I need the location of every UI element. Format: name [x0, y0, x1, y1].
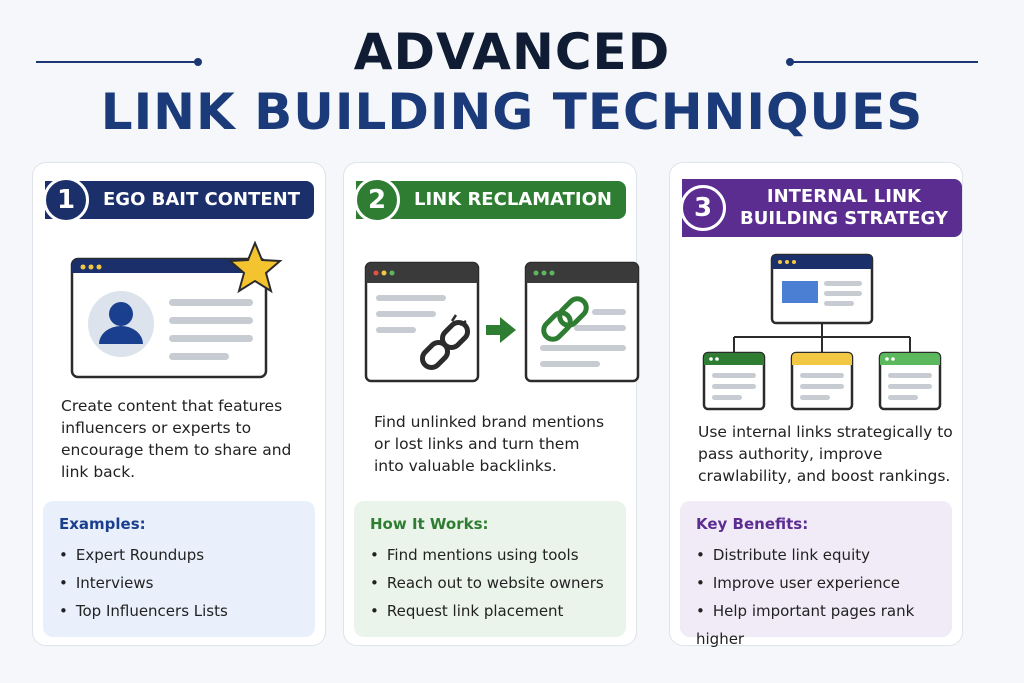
card-badge: 3 INTERNAL LINK BUILDING STRATEGY — [680, 179, 962, 237]
browser-window-icon — [70, 241, 283, 379]
card-number: 3 — [680, 185, 726, 231]
title-decoration-left-line — [36, 61, 196, 63]
card-badge: 2 LINK RECLAMATION — [354, 177, 626, 223]
list-item: Distribute link equity — [696, 541, 936, 569]
card-description: Use internal links strategically to pass… — [698, 423, 953, 485]
list-item: Help important pages rank higher — [696, 597, 936, 653]
link-icon — [541, 296, 589, 342]
card-label: INTERNAL LINK BUILDING STRATEGY — [682, 186, 962, 230]
card-label-line-2: BUILDING STRATEGY — [740, 208, 948, 229]
site-hierarchy-icon — [702, 253, 942, 411]
list-item: Find mentions using tools — [370, 541, 610, 569]
user-avatar-icon — [88, 291, 154, 357]
card-description: Create content that features influencers… — [61, 397, 292, 481]
list-item: Top Influencers Lists — [59, 597, 299, 625]
arrow-right-icon — [486, 317, 516, 343]
card-description: Find unlinked brand mentions or lost lin… — [374, 413, 605, 475]
broken-link-icon — [419, 314, 471, 371]
card-number: 2 — [354, 177, 400, 223]
title-decoration-right-line — [790, 61, 978, 63]
box-title: Examples: — [59, 515, 146, 533]
card-ego-bait-content: 1 EGO BAIT CONTENT Create content that f… — [32, 162, 326, 646]
card-label: LINK RECLAMATION — [414, 189, 612, 210]
list-item: Reach out to website owners — [370, 569, 610, 597]
list-item: Request link placement — [370, 597, 610, 625]
card-label: EGO BAIT CONTENT — [103, 189, 301, 210]
title-line-1: ADVANCED — [353, 23, 671, 81]
card-badge: 1 EGO BAIT CONTENT — [43, 177, 315, 223]
card-link-reclamation: 2 LINK RECLAMATION — [343, 162, 640, 646]
box-title: How It Works: — [370, 515, 489, 533]
card-label-line-1: INTERNAL LINK — [766, 186, 921, 207]
examples-box: Examples: Expert Roundups Interviews Top… — [43, 501, 315, 637]
star-icon — [227, 241, 283, 294]
link-reclamation-illustration — [364, 261, 640, 383]
list-item: Improve user experience — [696, 569, 936, 597]
list-item: Interviews — [59, 569, 299, 597]
card-internal-link-building: 3 INTERNAL LINK BUILDING STRATEGY — [669, 162, 963, 648]
page-title: ADVANCED LINK BUILDING TECHNIQUES — [0, 22, 1024, 142]
card-number: 1 — [43, 177, 89, 223]
key-benefits-box: Key Benefits: Distribute link equity Imp… — [680, 501, 952, 648]
how-it-works-box: How It Works: Find mentions using tools … — [354, 501, 626, 637]
list-item: Expert Roundups — [59, 541, 299, 569]
box-title: Key Benefits: — [696, 515, 809, 533]
title-line-2: LINK BUILDING TECHNIQUES — [100, 83, 924, 141]
title-decoration-left-dot — [194, 58, 202, 66]
